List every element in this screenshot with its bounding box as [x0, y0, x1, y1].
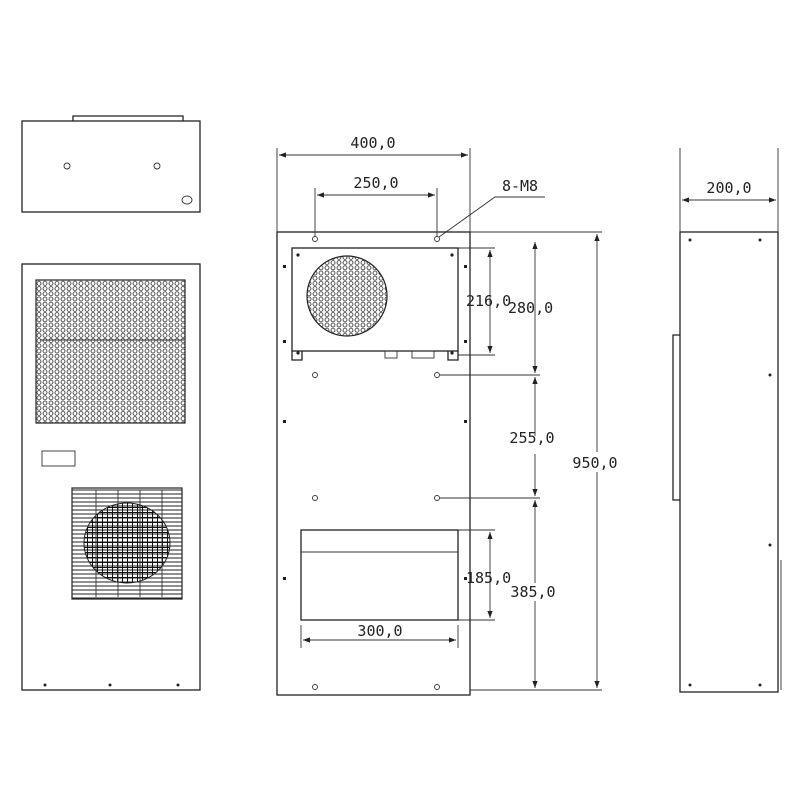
- opening-height-185-label: 185,0: [466, 569, 511, 587]
- hole-spacing-250-label: 250,0: [353, 174, 398, 192]
- exterior-front-view: [21, 263, 201, 691]
- width-400-label: 400,0: [350, 134, 395, 152]
- opening-width-300-label: 300,0: [357, 622, 402, 640]
- fan-circle: [306, 255, 388, 337]
- hole-distance-385-label: 385,0: [510, 583, 555, 601]
- side-view: 200,0: [672, 148, 782, 693]
- opening-height-216-label: 216,0: [466, 292, 511, 310]
- total-height-950-label: 950,0: [572, 454, 617, 472]
- hole-distance-280-label: 280,0: [508, 299, 553, 317]
- mounting-panel-view: 400,0 250,0 8-M8 216,0 280,0 255,0 950,0…: [276, 134, 624, 696]
- perforated-grille: [35, 279, 186, 424]
- depth-200-label: 200,0: [706, 179, 751, 197]
- nameplate: [41, 450, 76, 467]
- top-view: [21, 115, 201, 213]
- hole-distance-255-label: 255,0: [509, 429, 554, 447]
- mounting-holes-8-m8-label: 8-M8: [502, 177, 538, 195]
